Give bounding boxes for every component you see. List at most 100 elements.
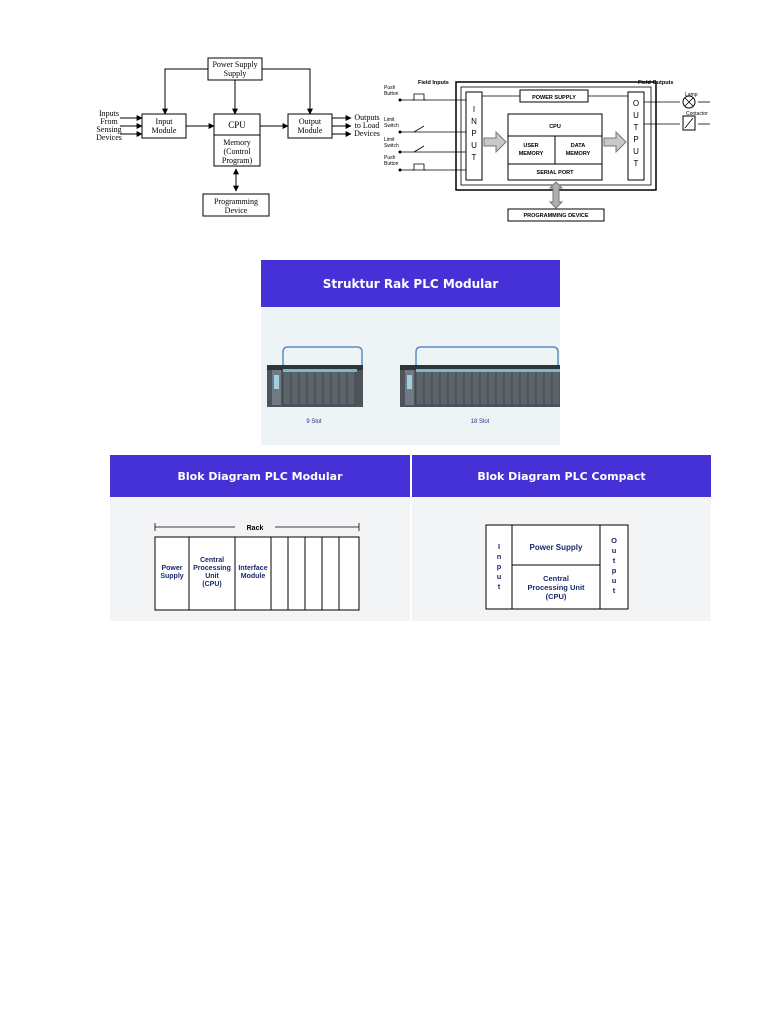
outputs-label-2: to Load <box>355 121 380 130</box>
inputs-label-2: From <box>100 117 118 126</box>
rack-slot <box>503 369 513 406</box>
modular-title: Blok Diagram PLC Modular <box>177 469 343 483</box>
modular-cpu-label-1: Central <box>200 557 224 564</box>
programming-device-label: PROGRAMMING DEVICE <box>523 213 588 219</box>
rack-slot <box>463 369 473 406</box>
inputs-label-4: Devices <box>96 133 122 142</box>
push-button-1-label-2: Button <box>384 91 399 97</box>
compact-input-letter-3: p <box>497 562 502 571</box>
output-letter-1: O <box>633 99 639 108</box>
modular-cpu-label-3: Unit <box>205 573 219 580</box>
rack-slot <box>495 369 505 406</box>
output-module-label-2: Module <box>298 126 323 135</box>
programming-device-label-2: Device <box>225 206 248 215</box>
contactor-label: Contactor <box>686 111 708 117</box>
push-button-2-label-1: Push <box>384 155 396 161</box>
push-button-2-label-2: Button <box>384 161 399 167</box>
input-letter-2: N <box>471 117 477 126</box>
rack-slot <box>511 369 521 406</box>
programming-device-box <box>202 193 270 217</box>
inputs-label-3: Sensing <box>96 125 121 134</box>
rack-9-slot-label: 9 Slot <box>306 419 322 425</box>
plc-architecture-diagram: Field Inputs Field Outputs Push Button L… <box>384 80 710 222</box>
rack-9-slot <box>267 346 363 407</box>
output-letter-2: U <box>633 111 639 120</box>
field-inputs-label: Field Inputs <box>418 80 449 86</box>
rack-slot <box>535 369 545 406</box>
compact-block-diagram: I n p u t O u t p u t Power Supply Centr… <box>485 524 629 610</box>
modular-block-diagram: Rack Power Supply Central Processing Uni… <box>154 523 360 611</box>
rack-slot <box>423 369 433 406</box>
plc-block-diagram: Power Supply Supply Input Module CPU Mem… <box>96 57 380 217</box>
rack-slot <box>447 369 457 406</box>
output-letter-4: P <box>633 135 638 144</box>
limit-switch-1-label-1: Limit <box>384 117 395 123</box>
output-module-label-1: Output <box>299 117 322 126</box>
field-outputs-label: Field Outputs <box>638 80 673 86</box>
limit-switch-2-label-1: Limit <box>384 137 395 143</box>
compact-power-label: Power Supply <box>530 543 583 552</box>
compact-output-letter-1: O <box>611 536 617 545</box>
data-memory-label-2: MEMORY <box>566 151 591 157</box>
user-memory-label-2: MEMORY <box>519 151 544 157</box>
rack-slot <box>527 369 537 406</box>
rack-slot <box>455 369 465 406</box>
cpu-to-output-arrow <box>603 130 627 154</box>
outputs-label-1: Outputs <box>354 113 379 122</box>
compact-input-letter-1: I <box>498 542 500 551</box>
user-memory-label-1: USER <box>523 143 538 149</box>
input-letter-5: T <box>472 153 477 162</box>
compact-output-letter-3: t <box>613 556 616 565</box>
compact-output-letter-6: t <box>613 586 616 595</box>
modular-power-label-2: Supply <box>160 573 183 580</box>
input-letter-4: U <box>471 141 477 150</box>
rack-slot <box>415 369 425 406</box>
input-letter-1: I <box>473 105 475 114</box>
outputs-label-3: Devices <box>354 129 380 138</box>
modular-power-label-1: Power <box>161 565 182 572</box>
input-module-label-2: Module <box>152 126 177 135</box>
memory-label-3: Program) <box>222 156 253 165</box>
memory-label-1: Memory <box>223 138 251 147</box>
compact-input-letter-4: u <box>497 572 502 581</box>
compact-banner: Blok Diagram PLC Compact <box>412 455 711 497</box>
serial-port-label: SERIAL PORT <box>537 170 575 176</box>
compact-output-letter-5: u <box>612 576 617 585</box>
rack-18-slot <box>400 346 560 407</box>
memory-box <box>213 134 261 167</box>
power-supply-label: POWER SUPPLY <box>532 95 576 101</box>
compact-title: Blok Diagram PLC Compact <box>477 469 646 483</box>
power-supply-label: Power Supply <box>212 60 257 69</box>
lamp-label: Lamp <box>685 92 698 98</box>
rack-slot <box>551 369 560 406</box>
output-letter-6: T <box>634 159 639 168</box>
rack-structure-banner: Struktur Rak PLC Modular <box>261 260 560 307</box>
rack-slot <box>487 369 497 406</box>
compact-input-letter-2: n <box>497 552 502 561</box>
compact-cpu-label-2: Processing Unit <box>527 583 585 592</box>
inputs-label-1: Inputs <box>99 109 119 118</box>
memory-label-2: (Control <box>223 147 251 156</box>
compact-output-letter-2: u <box>612 546 617 555</box>
input-module-label-1: Input <box>156 117 174 126</box>
rack-illustrations: 9 Slot 18 Slot <box>267 346 560 425</box>
modular-cpu-label-4: (CPU) <box>202 581 221 588</box>
rack-18-slot-label: 18 Slot <box>471 419 490 425</box>
programming-arrow <box>548 181 564 209</box>
rack-slot <box>471 369 481 406</box>
modular-interface-label-2: Module <box>241 573 266 580</box>
output-letter-5: U <box>633 147 639 156</box>
rack-slot <box>519 369 529 406</box>
input-letter-3: P <box>471 129 476 138</box>
limit-switch-2-label-2: Switch <box>384 143 399 149</box>
rack-label: Rack <box>247 525 264 532</box>
limit-switch-1-label-2: Switch <box>384 123 399 129</box>
rack-structure-title: Struktur Rak PLC Modular <box>322 276 499 291</box>
rack-slot <box>439 369 449 406</box>
programming-device-label-1: Programming <box>214 197 258 206</box>
push-button-1-label-1: Push <box>384 85 396 91</box>
output-letter-3: T <box>634 123 639 132</box>
rack-slot <box>431 369 441 406</box>
modular-cpu-label-2: Processing <box>193 565 231 572</box>
modular-banner: Blok Diagram PLC Modular <box>110 455 410 497</box>
